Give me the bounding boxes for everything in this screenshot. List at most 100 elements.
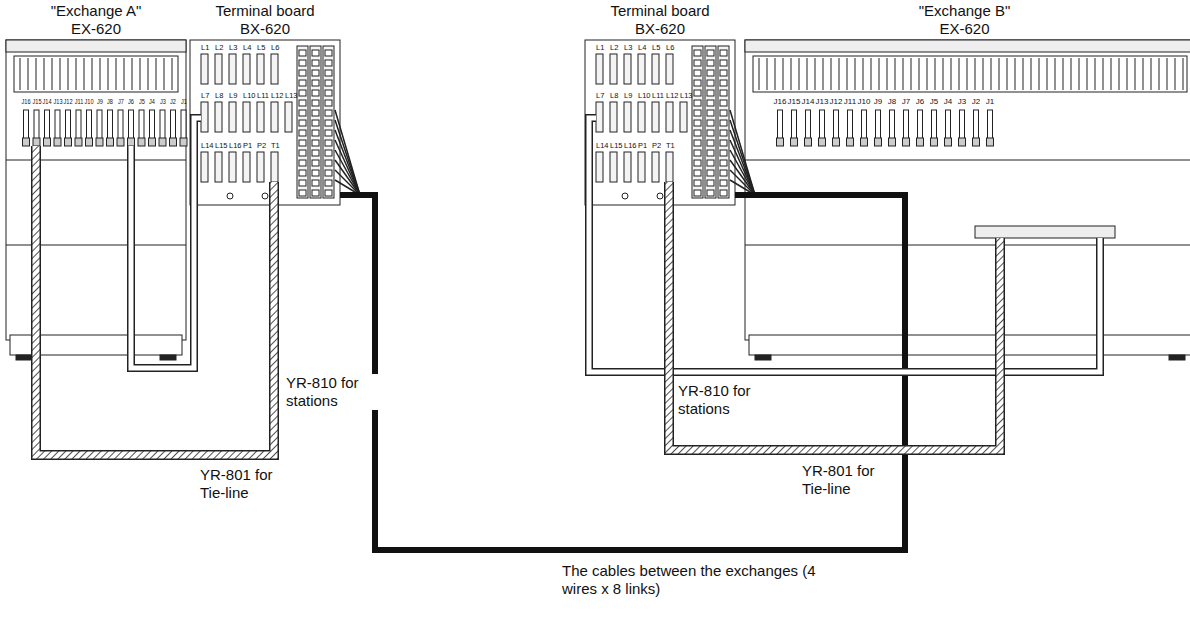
terminal-strip bbox=[323, 46, 334, 198]
card-slot bbox=[1119, 58, 1120, 90]
slot-label: L4 bbox=[638, 44, 646, 52]
card-slot bbox=[1127, 58, 1128, 90]
terminal-screw bbox=[312, 160, 319, 166]
jack-plug bbox=[889, 138, 896, 146]
card-slot bbox=[1167, 58, 1168, 90]
cable-label: The cables between the exchanges (4 wire… bbox=[560, 562, 819, 598]
jack-plug bbox=[180, 138, 187, 146]
terminal-screw bbox=[707, 50, 714, 56]
jack bbox=[181, 110, 186, 140]
module-slot bbox=[596, 102, 603, 132]
cabinet-base bbox=[749, 335, 1190, 355]
jack-label: J15 bbox=[32, 98, 41, 105]
jack-label: J15 bbox=[788, 98, 801, 106]
terminal-screw bbox=[312, 140, 319, 146]
cable-core bbox=[129, 146, 134, 355]
terminal-screw bbox=[299, 60, 306, 66]
terminal-screw bbox=[312, 70, 319, 76]
terminal-screw bbox=[312, 80, 319, 86]
module-slot bbox=[596, 152, 603, 182]
terminal-screw bbox=[707, 110, 714, 116]
slot-label: L3 bbox=[229, 44, 237, 52]
jack-plug bbox=[170, 138, 177, 146]
mounting-hole bbox=[262, 193, 268, 199]
jack-label: J2 bbox=[170, 98, 176, 105]
card-slot bbox=[887, 58, 888, 90]
cable-hatch bbox=[33, 146, 40, 355]
card-slot bbox=[935, 58, 936, 90]
module-slot bbox=[215, 54, 222, 84]
card-slot bbox=[116, 58, 117, 90]
card-slot bbox=[1063, 58, 1064, 90]
card-slot bbox=[124, 58, 125, 90]
cable-outline bbox=[589, 118, 596, 205]
jack bbox=[118, 110, 123, 140]
card-slot bbox=[927, 58, 928, 90]
module-slot bbox=[610, 152, 617, 182]
jack-plug bbox=[917, 138, 924, 146]
terminal-screw bbox=[720, 140, 727, 146]
terminal-screw bbox=[299, 90, 306, 96]
terminal-screw bbox=[325, 80, 332, 86]
cable-outline bbox=[1096, 238, 1104, 355]
jack bbox=[890, 110, 895, 140]
card-slot bbox=[36, 58, 37, 90]
jack-label: J4 bbox=[149, 98, 155, 105]
cable-label: YR-801 for Tie-line bbox=[198, 466, 297, 502]
terminal-screw bbox=[707, 100, 714, 106]
module-slot bbox=[285, 102, 292, 132]
jack bbox=[974, 110, 979, 140]
jack bbox=[76, 110, 81, 140]
slot-label: L1 bbox=[201, 44, 209, 52]
card-slot bbox=[815, 58, 816, 90]
module-slot bbox=[243, 152, 250, 182]
terminal-screw bbox=[299, 50, 306, 56]
jack bbox=[834, 110, 839, 140]
terminal-screw bbox=[707, 170, 714, 176]
jack-label: J16 bbox=[774, 98, 787, 106]
terminal-screw bbox=[694, 150, 701, 156]
module-slot bbox=[638, 152, 645, 182]
terminal-screw bbox=[720, 190, 727, 196]
card-slot bbox=[60, 58, 61, 90]
module-slot bbox=[666, 54, 673, 84]
terminal-screw bbox=[325, 50, 332, 56]
terminal-screw bbox=[694, 160, 701, 166]
node-heading: Terminal board bbox=[585, 2, 735, 20]
terminal-screw bbox=[312, 150, 319, 156]
jack-label: J16 bbox=[21, 98, 30, 105]
jack-plug bbox=[819, 138, 826, 146]
card-slot bbox=[999, 58, 1000, 90]
module-slot bbox=[229, 152, 236, 182]
tie-line-cable bbox=[36, 205, 274, 455]
jack-label: J9 bbox=[97, 98, 103, 105]
terminal-screw bbox=[720, 60, 727, 66]
jack-label: J13 bbox=[816, 98, 829, 106]
card-slot bbox=[172, 58, 173, 90]
terminal-screw bbox=[325, 70, 332, 76]
module-slot bbox=[652, 54, 659, 84]
jack-plug bbox=[128, 138, 135, 146]
terminal-screw bbox=[299, 140, 306, 146]
module-slot bbox=[610, 54, 617, 84]
terminal-strip bbox=[692, 46, 703, 198]
jack-plug bbox=[945, 138, 952, 146]
card-slot bbox=[959, 58, 960, 90]
station-cable bbox=[131, 205, 194, 368]
card-slot bbox=[1111, 58, 1112, 90]
terminal-screw bbox=[312, 170, 319, 176]
cable-hatch bbox=[271, 182, 278, 205]
card-slot bbox=[903, 58, 904, 90]
card-slot bbox=[1055, 58, 1056, 90]
card-slot bbox=[1143, 58, 1144, 90]
terminal-screw bbox=[707, 90, 714, 96]
tie-line-cable bbox=[669, 205, 1000, 450]
module-slot bbox=[271, 152, 278, 182]
terminal-screw bbox=[707, 150, 714, 156]
module-slot bbox=[610, 102, 617, 132]
terminal-screw bbox=[325, 170, 332, 176]
jack-label: J6 bbox=[128, 98, 134, 105]
terminal-screw bbox=[299, 80, 306, 86]
terminal-screw bbox=[299, 100, 306, 106]
